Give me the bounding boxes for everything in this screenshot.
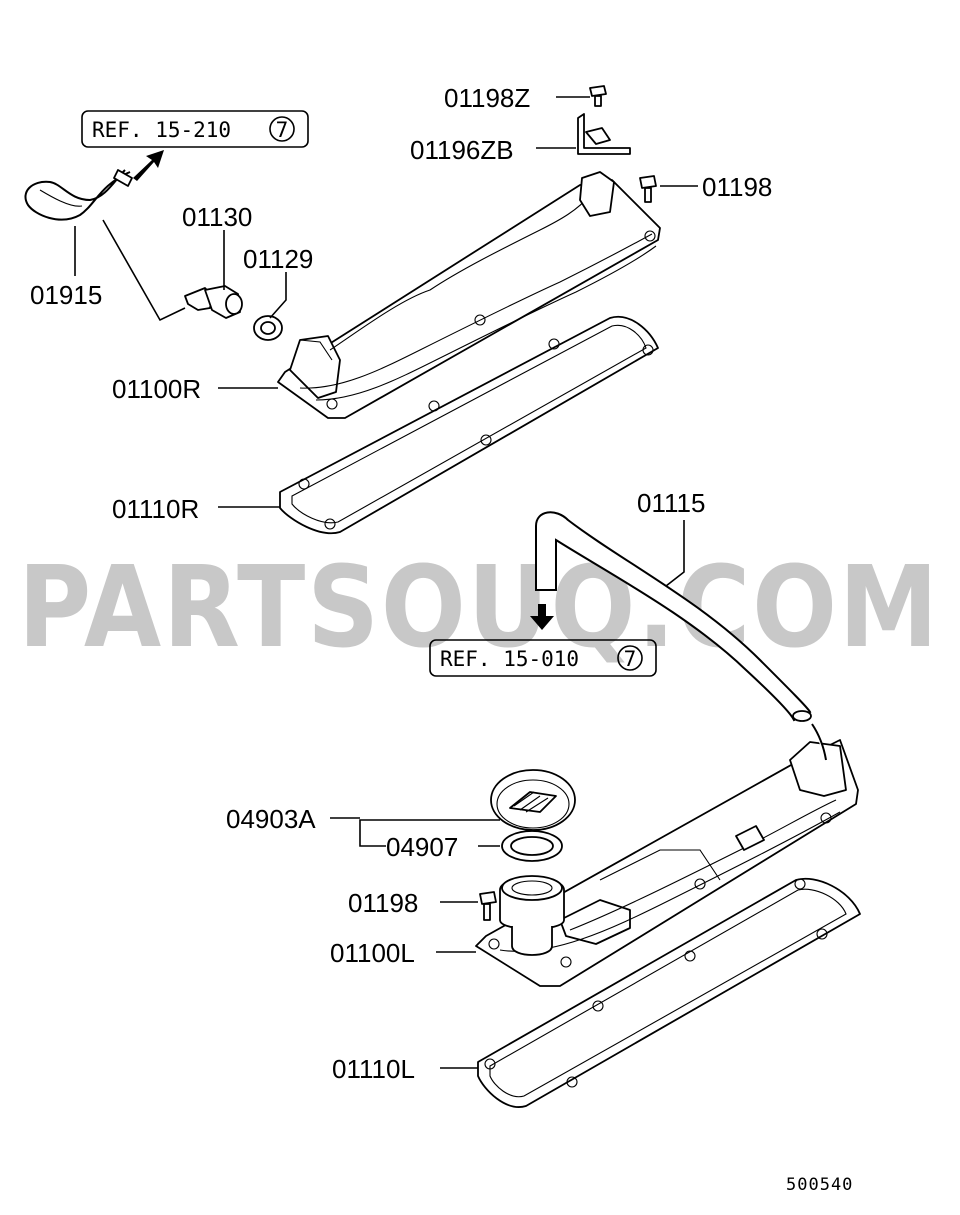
part-01198-bolt-top[interactable] bbox=[639, 175, 657, 203]
part-01110L-gasket[interactable] bbox=[477, 877, 861, 1108]
part-01115-breather-hose[interactable] bbox=[535, 511, 812, 722]
part-01100R-rocker-cover[interactable] bbox=[277, 171, 661, 419]
ref-badge-upper: 7 bbox=[276, 118, 289, 142]
part-04903A-oil-filler-cap[interactable] bbox=[490, 769, 576, 831]
arrow-down-icon-lower bbox=[530, 604, 554, 630]
label-01198Z[interactable]: 01198Z bbox=[444, 83, 530, 113]
ref-badge-lower: 7 bbox=[624, 647, 637, 671]
ref-box-lower[interactable]: REF. 15-010 7 bbox=[429, 639, 657, 677]
label-01198-bottom[interactable]: 01198 bbox=[348, 888, 418, 918]
label-01110L[interactable]: 01110L bbox=[332, 1054, 415, 1084]
diagram-code: 500540 bbox=[786, 1175, 853, 1195]
label-01100R[interactable]: 01100R bbox=[112, 374, 201, 404]
label-04907[interactable]: 04907 bbox=[386, 832, 458, 862]
ref-badge-circle-lower bbox=[617, 645, 643, 671]
ref-text-lower: REF. 15-010 bbox=[440, 647, 579, 671]
part-01198-bolt-bottom[interactable] bbox=[479, 891, 497, 921]
part-01129-grommet[interactable] bbox=[253, 315, 283, 341]
part-01196ZB-bracket[interactable] bbox=[577, 113, 631, 155]
part-04907-o-ring[interactable] bbox=[501, 830, 563, 862]
label-01115[interactable]: 01115 bbox=[637, 488, 705, 518]
part-01198Z-bolt[interactable] bbox=[589, 85, 607, 107]
part-01915-hose[interactable] bbox=[24, 169, 133, 221]
label-01196ZB[interactable]: 01196ZB bbox=[410, 135, 514, 165]
watermark: PARTSOUQ.COM bbox=[18, 543, 940, 673]
label-01915[interactable]: 01915 bbox=[30, 280, 102, 310]
label-01130[interactable]: 01130 bbox=[182, 202, 252, 232]
label-01100L[interactable]: 01100L bbox=[330, 938, 415, 968]
part-01100L-rocker-cover[interactable] bbox=[475, 723, 859, 987]
part-01130-pcv-valve[interactable] bbox=[184, 285, 243, 319]
ref-text-upper: REF. 15-210 bbox=[92, 118, 231, 142]
arrow-icon-upper bbox=[133, 150, 164, 181]
label-01110R[interactable]: 01110R bbox=[112, 494, 199, 524]
ref-badge-circle-upper bbox=[269, 116, 295, 142]
label-01198-top[interactable]: 01198 bbox=[702, 172, 772, 202]
part-oil-filler-neck bbox=[499, 875, 565, 956]
label-01129[interactable]: 01129 bbox=[243, 244, 313, 274]
ref-box-upper[interactable]: REF. 15-210 7 bbox=[81, 110, 309, 148]
part-01110R-gasket[interactable] bbox=[279, 315, 659, 535]
label-04903A[interactable]: 04903A bbox=[226, 804, 316, 834]
